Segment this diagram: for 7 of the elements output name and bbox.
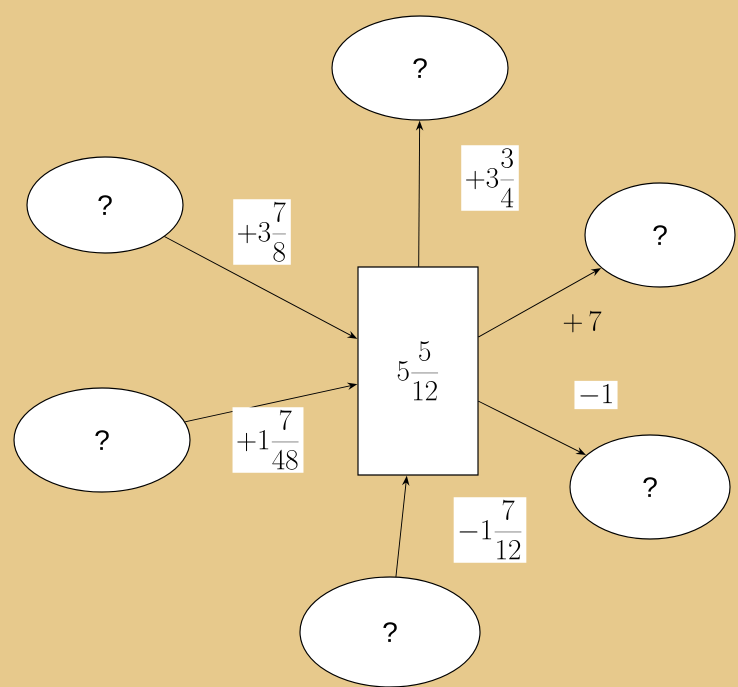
edge-label: $+3\frac{3}{4}$ bbox=[461, 145, 519, 211]
edge-label: $-1\frac{7}{12}$ bbox=[454, 497, 526, 563]
edge-label: $+3\frac{7}{8}$ bbox=[233, 199, 291, 265]
number-box: $5\frac{5}{12}$ bbox=[357, 266, 479, 476]
edge-label: $-1$ bbox=[574, 380, 618, 410]
edge-label: $+1\frac{7}{48}$ bbox=[232, 407, 304, 473]
edge-label: $+\,7$ bbox=[564, 310, 602, 332]
